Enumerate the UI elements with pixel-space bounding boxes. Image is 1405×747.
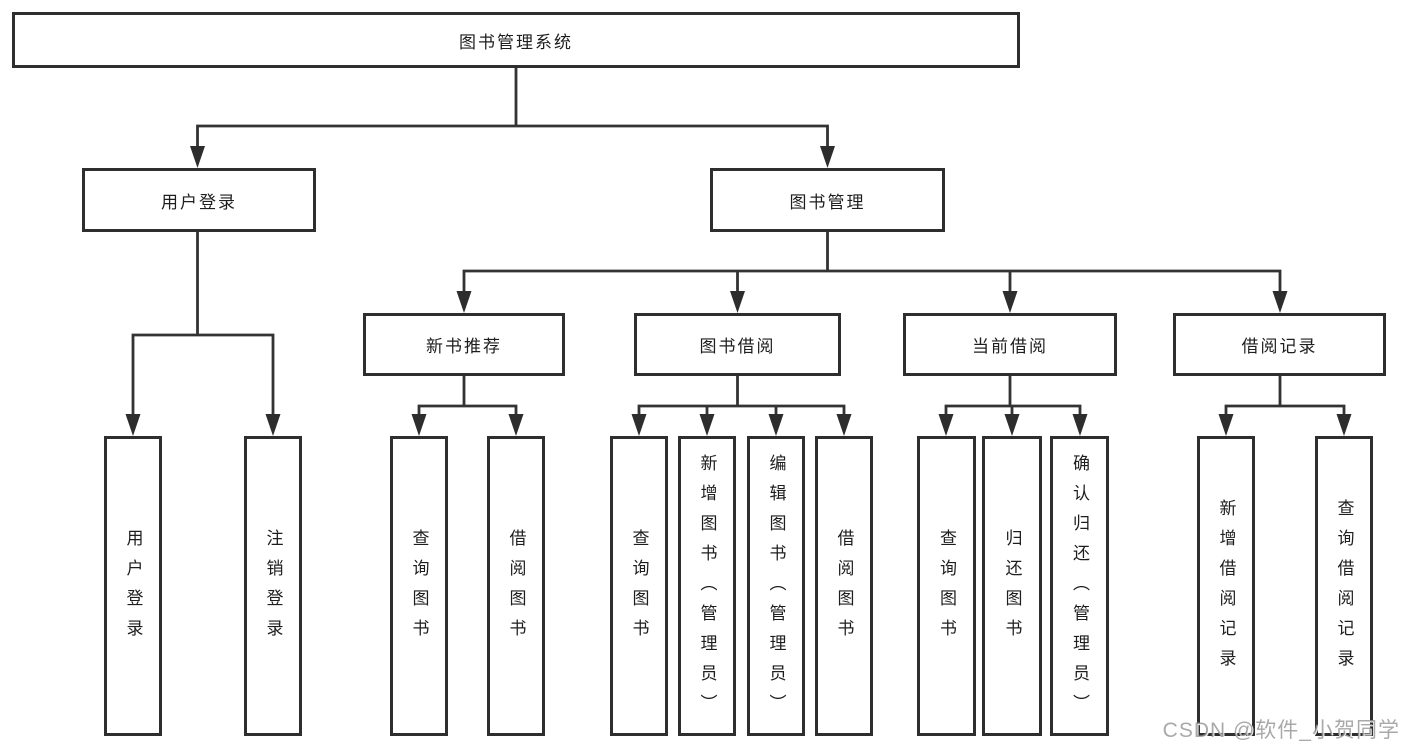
leaf-current-query-books: 查询图书 bbox=[917, 436, 976, 736]
leaf-borrow-query-books: 查询图书 bbox=[610, 436, 668, 736]
node-borrow-records: 借阅记录 bbox=[1173, 313, 1386, 376]
leaf-current-confirm-return-admin: 确认归还（管理员） bbox=[1050, 436, 1109, 736]
node-book-management: 图书管理 bbox=[710, 168, 945, 232]
leaf-newbook-query-books: 查询图书 bbox=[390, 436, 448, 736]
leaf-newbook-borrow-books: 借阅图书 bbox=[487, 436, 545, 736]
leaf-records-query-record: 查询借阅记录 bbox=[1315, 436, 1373, 736]
node-book-borrow: 图书借阅 bbox=[634, 313, 841, 376]
leaf-borrow-borrow-books: 借阅图书 bbox=[815, 436, 873, 736]
node-current-borrow: 当前借阅 bbox=[903, 313, 1117, 376]
leaf-user-login: 用户登录 bbox=[104, 436, 162, 736]
node-new-book-recommend: 新书推荐 bbox=[363, 313, 565, 376]
leaf-borrow-edit-books-admin: 编辑图书（管理员） bbox=[747, 436, 805, 736]
leaf-current-return-books: 归还图书 bbox=[982, 436, 1042, 736]
leaf-logout: 注销登录 bbox=[244, 436, 302, 736]
leaf-records-add-record: 新增借阅记录 bbox=[1197, 436, 1255, 736]
watermark-text: CSDN @软件_小贺同学 bbox=[1162, 719, 1400, 742]
node-user-login: 用户登录 bbox=[82, 168, 316, 232]
leaf-borrow-add-books-admin: 新增图书（管理员） bbox=[678, 436, 736, 736]
node-root: 图书管理系统 bbox=[12, 12, 1020, 68]
